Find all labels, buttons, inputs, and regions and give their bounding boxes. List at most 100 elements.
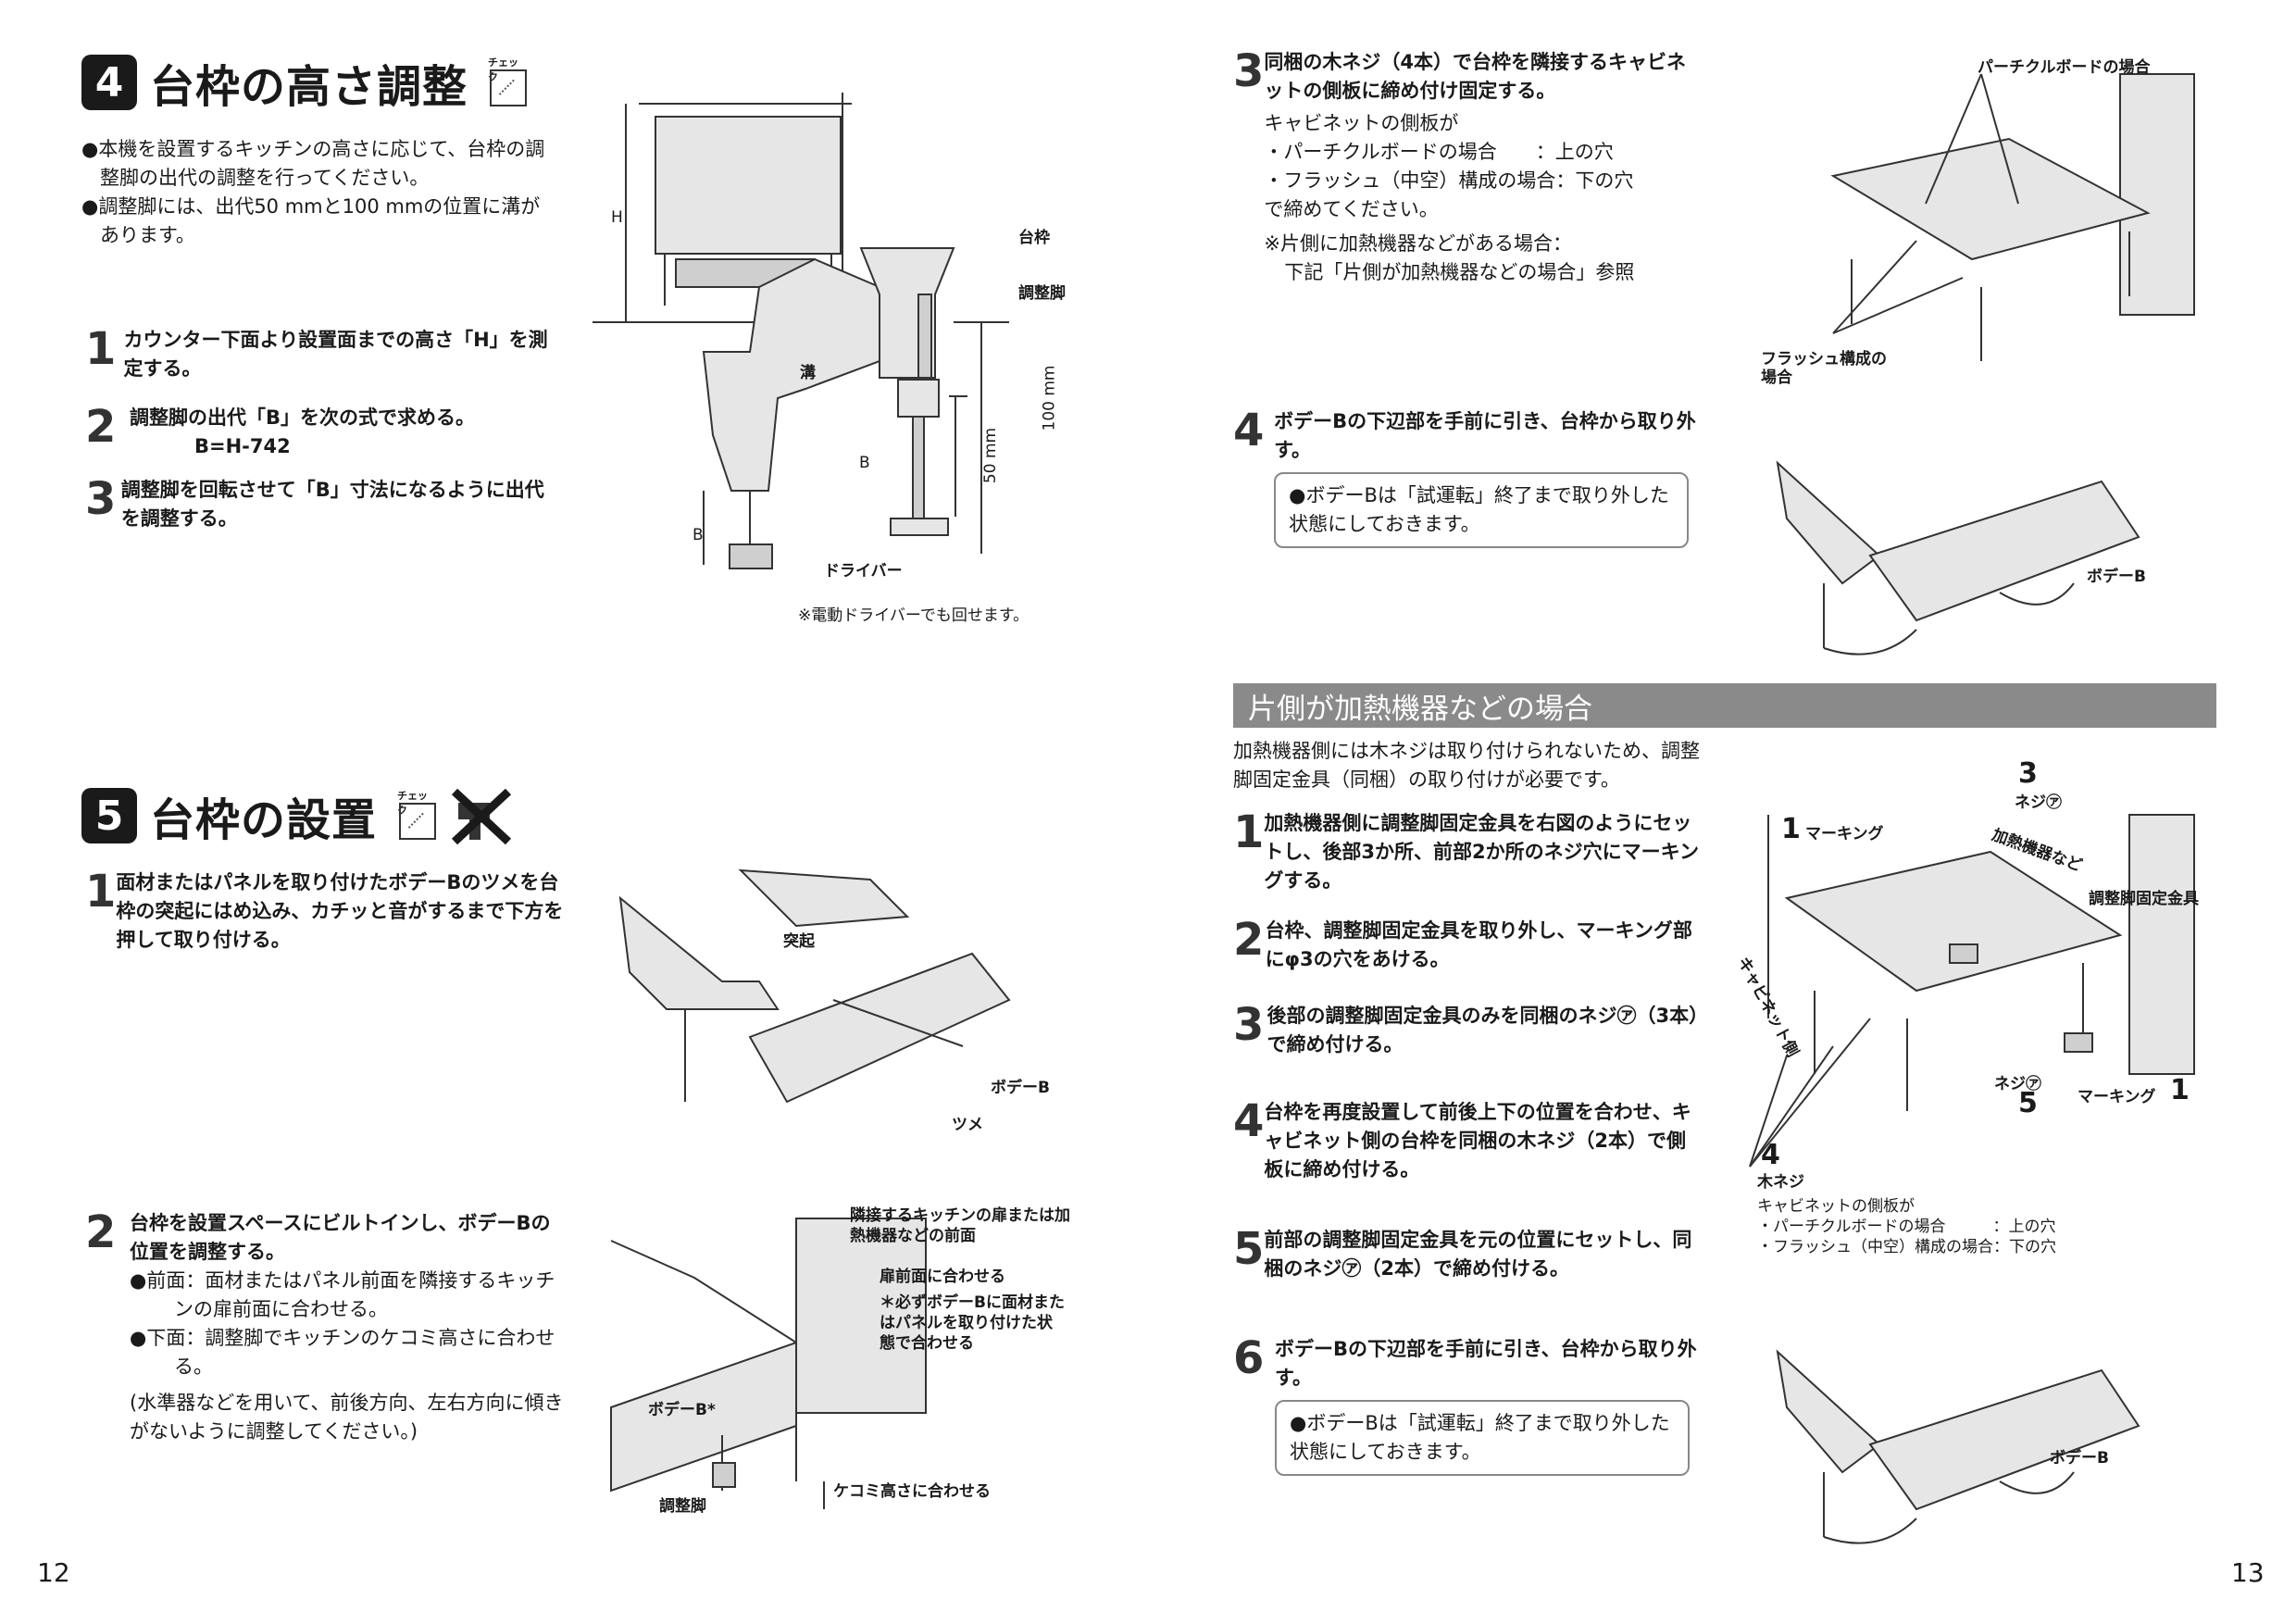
step-r-3: 3 同梱の木ネジ（4本）で台枠を隣接するキャビネットの側板に締め付け固定する。 …: [1233, 48, 1696, 287]
item-front: ●前面：面材またはパネル前面を隣接するキッチンの扉前面に合わせる。: [130, 1269, 555, 1320]
step-text: 調整脚を回転させて「B」寸法になるように出代を調整する。: [120, 479, 544, 530]
level-note: (水準器などを用いて、前後方向、左右方向に傾きがないように調整してください。): [130, 1392, 564, 1443]
step-h-4: 4 台枠を再度設置して前後上下の位置を合わせ、キャビネット側の台枠を同梱の木ネジ…: [1233, 1098, 1705, 1184]
figure-note-line: キャビネットの側板が: [1757, 1197, 1915, 1216]
label-neji-a: ネジ㋐: [2015, 793, 2062, 812]
note-box: ●ボデーBは「試運転」終了まで取り外した状態にしておきます。: [1274, 472, 1690, 548]
note-driver: ※電動ドライバーでも回せます。: [798, 606, 1029, 625]
step-text: 台枠を設置スペースにビルトインし、ボデーBの位置を調整する。: [130, 1212, 551, 1263]
label-flush: フラッシュ構成の場合: [1761, 350, 1887, 387]
step-number: 4: [1233, 405, 1265, 456]
label-body-b: ボデーB: [991, 1079, 1050, 1097]
figure-body-b-remove-2: [1776, 1349, 2140, 1544]
bullet: ●本機を設置するキッチンの高さに応じて、台枠の調整脚の出代の調整を行ってください…: [81, 138, 545, 189]
figure-screw-cabinet: [1830, 73, 2195, 361]
step-4-1: 1 カウンター下面より設置面までの高さ「H」を測定する。: [85, 326, 557, 383]
step-number: 5: [1233, 1223, 1265, 1275]
check-icon: チェック: [488, 55, 528, 110]
figure-builtin: [610, 1218, 927, 1509]
label-wood-screw: 木ネジ: [1757, 1173, 1804, 1192]
section-number: 4: [81, 55, 137, 110]
label-tokki: 突起: [783, 932, 815, 951]
label-particle-board: パーチクルボードの場合: [1978, 58, 2151, 77]
figure-note-line: ・フラッシュ（中空）構成の場合：下の穴: [1757, 1238, 2056, 1256]
label-tsume: ツメ: [952, 1116, 983, 1134]
bullet: ●調整脚には、出代50 mmと100 mmの位置に溝があります。: [81, 195, 541, 246]
step-text: 面材またはパネルを取り付けたボデーBのツメを台枠の突起にはめ込み、カチッと音がす…: [116, 871, 564, 951]
note-line: 下記「片側が加熱機器などの場合」参照: [1284, 261, 1635, 283]
label-neji-a-2: ネジ㋐: [1994, 1075, 2041, 1093]
step-text: ボデーBの下辺部を手前に引き、台枠から取り外す。: [1275, 1338, 1697, 1389]
label-b-small: B: [693, 526, 704, 544]
section-5-title: 5 台枠の設置 チェック: [81, 783, 514, 848]
label-b-large: B: [859, 454, 870, 472]
marker-3: 3: [2018, 757, 2038, 790]
label-chouseikyaku: 調整脚: [1018, 284, 1066, 303]
step-h-2: 2 台枠、調整脚固定金具を取り外し、マーキング部にφ3の穴をあける。: [1233, 917, 1705, 974]
label-100mm: 100 mm: [1040, 365, 1059, 431]
step-h-6: 6 ボデーBの下辺部を手前に引き、台枠から取り外す。 ●ボデーBは「試運転」終了…: [1233, 1335, 1705, 1476]
marker-1: 1: [1781, 813, 1801, 845]
item-bottom: ●下面：調整脚でキッチンのケコミ高さに合わせる。: [130, 1327, 555, 1378]
figure-fixing-bracket: [1749, 814, 2195, 1168]
step-text: 台枠を再度設置して前後上下の位置を合わせ、キャビネット側の台枠を同梱の木ネジ（2…: [1264, 1101, 1691, 1181]
figure-adjuster-detail: [859, 247, 1009, 554]
step-number: 2: [1233, 914, 1265, 966]
step-number: 2: [85, 401, 117, 453]
marker-4: 4: [1761, 1139, 1780, 1171]
page-number-left: 12: [37, 1557, 70, 1588]
check-icon: チェック: [397, 788, 437, 843]
section-4-title: 4 台枠の高さ調整 チェック: [81, 50, 528, 115]
label-body-b-star: ボデーB*: [648, 1401, 716, 1419]
step-h-5: 5 前部の調整脚固定金具を元の位置にセットし、同梱のネジ㋐（2本）で締め付ける。: [1233, 1226, 1705, 1283]
no-power-drill-icon: [451, 788, 512, 845]
step-text: 前部の調整脚固定金具を元の位置にセットし、同梱のネジ㋐（2本）で締め付ける。: [1264, 1229, 1692, 1280]
step-h-1: 1 加熱機器側に調整脚固定金具を右図のようにセットし、後部3か所、前部2か所のネ…: [1233, 809, 1705, 895]
side-plate-line: ・フラッシュ（中空）構成の場合：下の穴: [1264, 169, 1634, 192]
step-text: 調整脚の出代「B」を次の式で求める。: [130, 406, 476, 429]
side-plate-line: で締めてください。: [1264, 198, 1439, 220]
step-text: 同梱の木ネジ（4本）で台枠を隣接するキャビネットの側板に締め付け固定する。: [1264, 51, 1687, 102]
section-4-bullets: ●本機を設置するキッチンの高さに応じて、台枠の調整脚の出代の調整を行ってください…: [81, 135, 554, 250]
note-box: ●ボデーBは「試運転」終了まで取り外した状態にしておきます。: [1275, 1400, 1691, 1476]
label-h: H: [611, 208, 623, 227]
marker-5: 5: [2018, 1087, 2038, 1119]
label-marking-2: マーキング: [2078, 1088, 2156, 1106]
step-5-1: 1 面材またはパネルを取り付けたボデーBのツメを台枠の突起にはめ込み、カチッと音…: [85, 868, 567, 955]
label-daiwaku: 台枠: [1018, 229, 1050, 247]
label-marking: マーキング: [1805, 825, 1884, 843]
step-number: 1: [85, 323, 117, 375]
label-tobira: 扉前面に合わせる: [880, 1268, 1005, 1286]
band-intro: 加熱機器側には木ネジは取り付けられないため、調整脚固定金具（同梱）の取り付けが必…: [1233, 740, 1700, 791]
step-number: 2: [85, 1206, 117, 1258]
figure-body-b-attach: [618, 868, 1011, 1104]
step-number: 3: [1233, 999, 1265, 1051]
label-rinsetsu: 隣接するキッチンの扉または加熱機器などの前面: [850, 1206, 1070, 1245]
formula: B=H-742: [194, 435, 291, 457]
label-mizo: 溝: [800, 364, 816, 382]
label-driver: ドライバー: [824, 562, 903, 581]
step-4-3: 3 調整脚を回転させて「B」寸法になるように出代を調整する。: [85, 476, 557, 533]
step-text: 加熱機器側に調整脚固定金具を右図のようにセットし、後部3か所、前部2か所のネジ穴…: [1264, 812, 1699, 892]
figure-note: キャビネットの側板が ・パーチクルボードの場合 ：上の穴 ・フラッシュ（中空）構…: [1757, 1196, 2056, 1257]
label-kanagu: 調整脚固定金具: [2089, 890, 2199, 908]
figure-note-line: ・パーチクルボードの場合 ：上の穴: [1757, 1218, 2056, 1236]
section-band: 片側が加熱機器などの場合: [1233, 683, 2216, 728]
marker-1b: 1: [2170, 1074, 2190, 1106]
step-text: 後部の調整脚固定金具のみを同梱のネジ㋐（3本）で締め付ける。: [1267, 1005, 1699, 1056]
step-number: 4: [1233, 1095, 1265, 1147]
step-4-2: 2 調整脚の出代「B」を次の式で求める。 B=H-742: [85, 404, 557, 461]
step-number: 1: [1233, 806, 1265, 858]
figure-body-b-remove: [1776, 460, 2140, 656]
label-kanarazu: ＊必ずボデーBに面材またはパネルを取り付けた状態で合わせる: [880, 1293, 1065, 1353]
label-kekomi: ケコミ高さに合わせる: [833, 1482, 991, 1501]
step-number: 6: [1233, 1332, 1265, 1384]
step-text: カウンター下面より設置面までの高さ「H」を測定する。: [123, 329, 548, 380]
label-adjuster-leg: 調整脚: [659, 1497, 706, 1516]
side-plate-line: キャビネットの側板が: [1264, 112, 1459, 134]
step-number: 3: [85, 473, 117, 525]
step-h-3: 3 後部の調整脚固定金具のみを同梱のネジ㋐（3本）で締め付ける。: [1233, 1002, 1705, 1059]
figure-adjuster-small: [702, 257, 880, 569]
section-number: 5: [81, 788, 137, 843]
note-line: ※片側に加熱機器などがある場合：: [1264, 232, 1573, 255]
